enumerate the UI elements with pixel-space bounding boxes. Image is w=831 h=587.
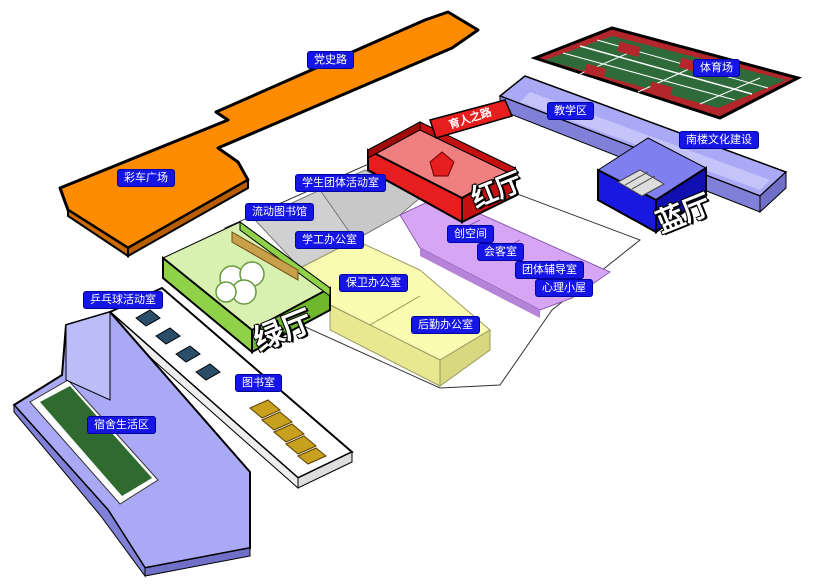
dormitory: [12, 310, 251, 578]
sports-field: [530, 26, 803, 120]
label-reception-room: 会客室: [478, 244, 523, 260]
blue-hall: [597, 137, 707, 234]
label-float-plaza: 彩车广场: [118, 170, 174, 186]
party-history-road-strip: [58, 10, 480, 258]
label-teaching-area: 教学区: [548, 103, 593, 119]
label-psychology-hut: 心理小屋: [536, 280, 592, 296]
label-party-history-road: 党史路: [308, 52, 353, 68]
label-mobile-library: 流动图书馆: [246, 204, 313, 220]
label-student-group-room: 学生团体活动室: [296, 175, 385, 191]
label-logistics-office: 后勤办公室: [412, 317, 479, 333]
label-table-tennis-room: 乒乓球活动室: [84, 292, 162, 308]
label-reading-room: 图书室: [236, 375, 281, 391]
label-student-affairs-office: 学工办公室: [296, 232, 363, 248]
label-group-counseling-room: 团体辅导室: [516, 262, 583, 278]
left-wing: [108, 286, 354, 490]
green-hall: [162, 221, 331, 355]
label-innovation-space: 创空间: [448, 226, 493, 242]
label-security-office: 保卫办公室: [340, 275, 407, 291]
label-sports-field: 体育场: [694, 60, 739, 76]
red-hall: [366, 99, 517, 224]
label-south-building-culture: 南楼文化建设: [680, 132, 758, 148]
label-dormitory-area: 宿舍生活区: [88, 417, 155, 433]
